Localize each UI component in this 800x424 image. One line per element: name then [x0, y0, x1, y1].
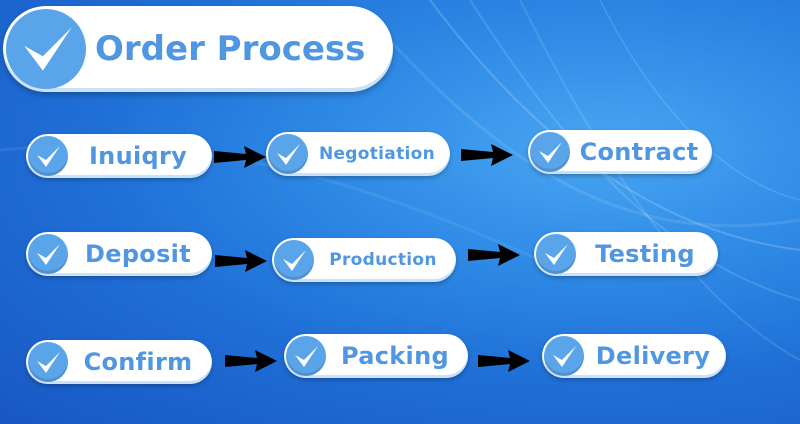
arrow-right-icon [468, 244, 520, 266]
step-deposit: Deposit [26, 232, 212, 276]
check-icon [536, 234, 576, 274]
check-icon [28, 136, 68, 176]
check-icon [268, 134, 308, 174]
step-confirm: Confirm [26, 340, 212, 384]
page-title: Order Process [95, 29, 366, 69]
step-label: Negotiation [318, 144, 436, 164]
step-label: Packing [341, 342, 449, 370]
order-process-title: Order Process [3, 6, 393, 92]
check-icon [274, 240, 314, 280]
check-icon [286, 336, 326, 376]
step-packing: Packing [284, 334, 468, 378]
step-label: Deposit [85, 240, 191, 268]
arrow-right-icon [215, 250, 267, 272]
step-label: Production [329, 250, 437, 270]
step-label: Contract [579, 138, 699, 166]
step-contract: Contract [528, 130, 712, 174]
check-icon [28, 234, 68, 274]
check-icon [530, 132, 570, 172]
arrow-right-icon [478, 350, 530, 372]
check-icon [28, 342, 68, 382]
step-delivery: Delivery [542, 334, 726, 378]
step-production: Production [272, 238, 456, 282]
step-testing: Testing [534, 232, 718, 276]
arrow-right-icon [461, 144, 513, 166]
step-inquiry: Inuiqry [26, 134, 212, 178]
arrow-right-icon [214, 146, 266, 168]
step-label: Delivery [595, 342, 711, 370]
step-label: Confirm [83, 348, 193, 376]
check-icon [544, 336, 584, 376]
check-icon [6, 9, 86, 89]
step-label: Inuiqry [88, 142, 188, 170]
step-negotiation: Negotiation [266, 132, 450, 176]
step-label: Testing [595, 240, 695, 268]
arrow-right-icon [225, 350, 277, 372]
